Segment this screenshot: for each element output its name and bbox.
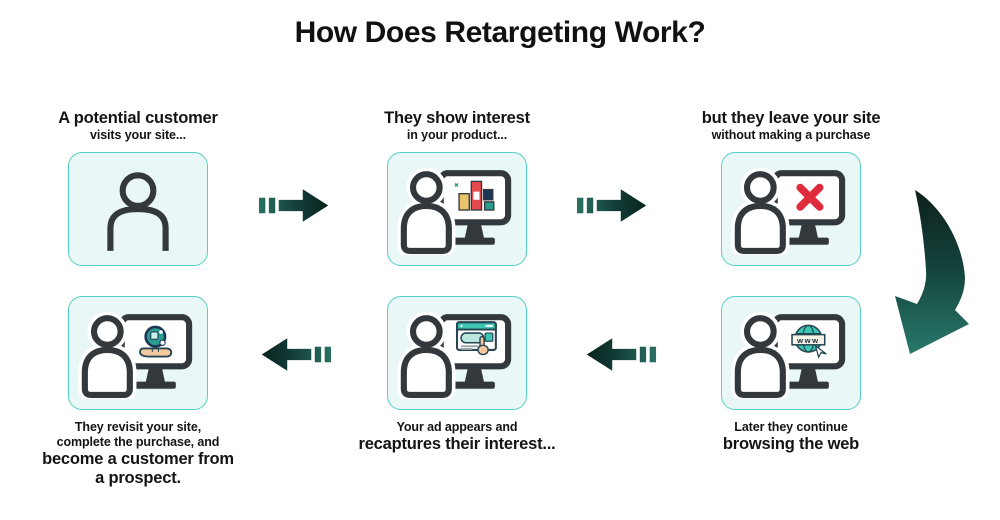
person-computer-error-icon (731, 167, 846, 255)
caption-line: become a customer from (42, 450, 234, 468)
page-title: How Does Retargeting Work? (294, 16, 706, 49)
error-x-icon (796, 183, 824, 211)
www-globe-icon: www (791, 324, 827, 359)
caption-line: recaptures their interest... (358, 435, 556, 453)
step-caption: Later they continue browsing the web (723, 420, 859, 454)
caption-line: a prospect. (95, 469, 181, 487)
caption-line: A potential customer (58, 109, 218, 127)
step-box (721, 152, 861, 266)
back-arrow-icon (261, 338, 332, 371)
caption-line: They revisit your site, (74, 420, 202, 434)
products-on-screen-icon (454, 180, 495, 211)
person-icon (107, 172, 169, 251)
back-arrow-icon (586, 338, 657, 371)
step-box (68, 152, 208, 266)
step-ad: Your ad appears and recaptures their int… (332, 296, 582, 454)
step-visit: A potential customer visits your site... (13, 88, 263, 266)
step-box: www (721, 296, 861, 410)
step-box (387, 296, 527, 410)
ad-banner-icon (455, 321, 497, 356)
step-leave: but they leave your site without making … (666, 88, 916, 266)
caption-line: Later they continue (734, 420, 848, 434)
caption-line: in your product... (406, 128, 508, 142)
person-computer-ad-icon (397, 311, 512, 399)
caption-line: but they leave your site (701, 109, 881, 127)
caption-line: Your ad appears and (396, 420, 518, 434)
purchase-hand-icon (139, 325, 173, 358)
step-interest: They show interest in your product... (332, 88, 582, 266)
caption-line: browsing the web (722, 435, 860, 453)
caption-line: without making a purchase (711, 128, 871, 142)
forward-arrow-icon (258, 189, 329, 222)
step-browse: www Later they continue browsing the web (666, 296, 916, 454)
curved-down-arrow-icon (895, 190, 969, 354)
click-hand-cursor-icon (477, 335, 489, 356)
svg-text:www: www (796, 336, 819, 345)
caption-line: complete the purchase, and (56, 435, 220, 449)
step-caption: They show interest in your product... (384, 88, 530, 152)
person-computer-purchase-icon (78, 311, 193, 399)
person-computer-products-icon (397, 167, 512, 255)
step-box (387, 152, 527, 266)
step-caption: They revisit your site, complete the pur… (42, 420, 234, 488)
step-box (68, 296, 208, 410)
step-purchase: They revisit your site, complete the pur… (13, 296, 263, 488)
step-caption: but they leave your site without making … (702, 88, 881, 152)
step-caption: A potential customer visits your site... (58, 88, 218, 152)
caption-line: They show interest (384, 109, 530, 127)
caption-line: visits your site... (89, 128, 187, 142)
person-computer-globe-icon: www (731, 311, 846, 399)
forward-arrow-icon (576, 189, 647, 222)
step-caption: Your ad appears and recaptures their int… (358, 420, 555, 454)
